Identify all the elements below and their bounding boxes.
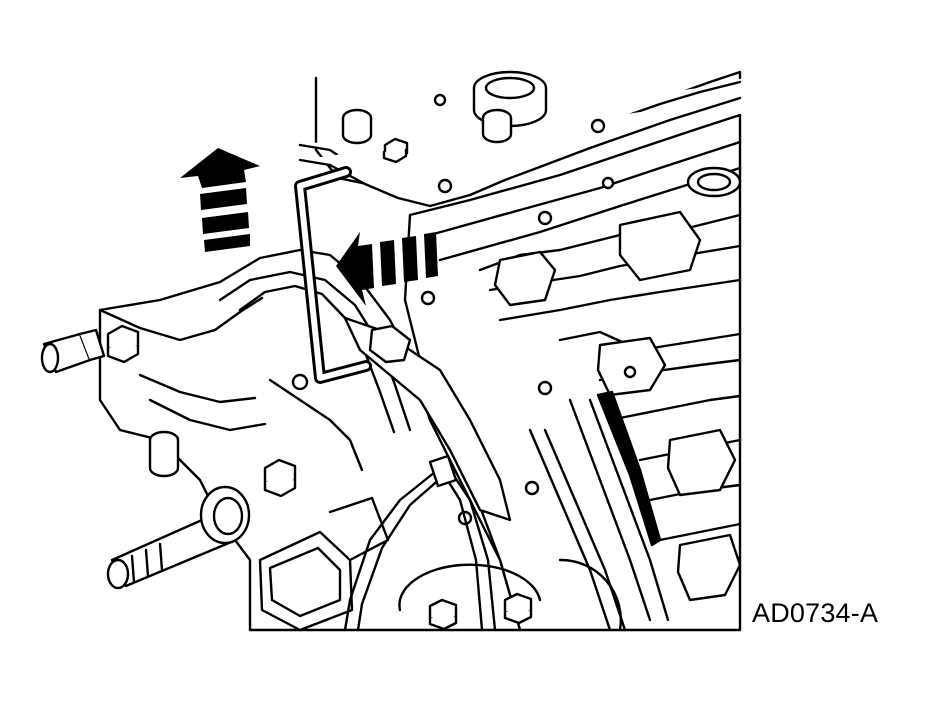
valve-channel [568,398,652,622]
case-bolt [382,137,409,164]
valve-channel [498,278,742,322]
valve-pocket [666,428,737,497]
figure-reference-code: AD0734-A [752,598,879,628]
valve-plug [686,166,742,198]
case-boss-right [481,108,513,144]
valve-channel [588,398,670,622]
wiring-harness [448,468,497,632]
wiring-harness [438,466,484,632]
manual-valve-slot [343,316,512,522]
housing-gasket-inner [238,284,396,434]
manual-valve [368,324,412,364]
valve-pocket [618,210,702,282]
valve-hole [601,176,615,190]
separator-plate-edge [596,390,662,547]
wire-clip [428,454,458,488]
valve-hole [537,210,553,226]
valve-channel [543,428,627,632]
up-arrow-icon [180,148,260,252]
left-housing-top [98,296,264,342]
housing-hole [291,373,309,391]
case-flange-inner [298,96,742,208]
valve-pocket [493,250,557,307]
end-plug [40,328,106,374]
valve-body-edge [428,140,742,237]
case-boss-large [472,70,548,128]
bolt-icon [106,324,140,364]
bolt-icon [428,598,458,631]
valve-channel [658,522,742,542]
case-boss-small [341,108,373,145]
case-hole [437,178,453,194]
valve-hole [623,365,637,379]
allen-wrench-icon [294,166,372,384]
bolt-icon [503,592,533,625]
valve-hole [524,480,540,496]
case-hole [433,93,447,107]
bolt-icon [263,458,297,498]
valve-hole [537,380,553,396]
lower-housing [398,563,542,612]
left-housing-rib [138,373,257,404]
valve-pocket [676,533,742,602]
electrical-connector [258,496,390,632]
valve-channel [528,428,612,632]
housing-boss [148,430,180,478]
housing-floor [268,378,364,472]
left-housing-rib [148,398,267,432]
wiring-harness [356,468,452,632]
case-hole [590,118,606,134]
valve-channel [608,394,742,422]
left-arrow-icon [336,232,438,306]
manual-shaft [106,485,251,590]
valve-hole [420,290,436,306]
wiring-harness [343,466,442,632]
lower-housing [558,558,622,632]
